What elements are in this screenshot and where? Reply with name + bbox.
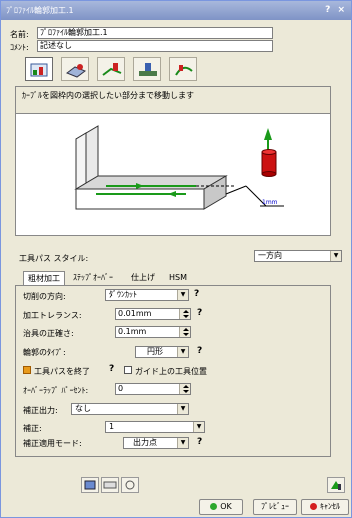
params-icon xyxy=(103,481,117,489)
comment-label: ｺﾒﾝﾄ: xyxy=(10,43,29,52)
tab-strategy[interactable] xyxy=(25,57,53,81)
help-icon[interactable]: ? xyxy=(197,437,203,447)
info-text: ｶｰﾌﾞﾙを図枠内の選択したい部分まで移動します xyxy=(22,91,194,100)
save-preset-button[interactable] xyxy=(81,477,99,493)
help-icon[interactable]: ? xyxy=(194,289,200,299)
toolpath-style-value: 一方向 xyxy=(258,251,282,260)
comp-label: 補正: xyxy=(23,424,42,433)
geometry-icon xyxy=(65,64,87,78)
dimension-label: 1mm xyxy=(262,199,278,206)
spinner-icon[interactable] xyxy=(179,327,190,337)
comment-input[interactable]: 記述なし xyxy=(37,40,273,52)
operation-tab-bar xyxy=(25,57,225,83)
contour-type-label: 輪郭のﾀｲﾌﾟ: xyxy=(23,348,66,357)
macros-icon xyxy=(175,65,193,76)
end-path-label: 工具パスを終了 xyxy=(34,367,90,376)
comp-output-label: 補正出力: xyxy=(23,406,58,415)
tab-stepover[interactable]: ｽﾃｯﾌﾟｵｰﾊﾞｰ xyxy=(73,273,113,282)
tab-feeds[interactable] xyxy=(133,57,161,81)
overlap-input[interactable]: 0 xyxy=(115,383,191,395)
tab-tool[interactable] xyxy=(97,57,125,81)
chevron-down-icon: ▼ xyxy=(177,438,188,448)
comp-mode-select[interactable]: 出力点 ▼ xyxy=(123,437,189,449)
diagram-area: 1mm xyxy=(15,114,331,236)
cut-direction-label: 切削の方向: xyxy=(23,292,66,301)
help-icon[interactable]: ? xyxy=(197,308,203,318)
params-button[interactable] xyxy=(101,477,119,493)
cancel-button[interactable]: ｷｬﾝｾﾙ xyxy=(301,499,349,515)
guide-tool-checkbox[interactable] xyxy=(124,366,132,374)
toolpath-style-label: 工具パス スタイル: xyxy=(19,254,89,263)
analyze-button[interactable] xyxy=(327,477,345,493)
profile-diagram: 1mm xyxy=(74,125,284,210)
help-icon[interactable]: ? xyxy=(109,364,115,374)
comp-mode-value: 出力点 xyxy=(133,438,157,447)
tab-hsm[interactable]: HSM xyxy=(169,273,187,282)
cancel-label: ｷｬﾝｾﾙ xyxy=(320,502,340,511)
guide-tool-label: ガイド上の工具位置 xyxy=(135,367,207,376)
ok-label: OK xyxy=(220,502,232,511)
spinner-icon[interactable] xyxy=(179,384,190,394)
window-title: ﾌﾟﾛﾌｧｲﾙ輪郭加工.1 xyxy=(6,6,74,15)
reset-button[interactable] xyxy=(121,477,139,493)
help-icon[interactable]: ? xyxy=(197,346,203,356)
chevron-down-icon: ▼ xyxy=(177,347,188,357)
tab-geometry[interactable] xyxy=(61,57,89,81)
fixture-accuracy-label: 治具の正確さ: xyxy=(23,329,74,338)
end-path-checkbox[interactable] xyxy=(23,366,31,374)
comp-select[interactable]: 1 ▼ xyxy=(105,421,205,433)
comp-value: 1 xyxy=(109,422,115,431)
chevron-down-icon: ▼ xyxy=(193,422,204,432)
reset-icon xyxy=(125,480,135,490)
name-input[interactable]: ﾌﾟﾛﾌｧｲﾙ輪郭加工.1 xyxy=(37,27,273,39)
info-box: ｶｰﾌﾞﾙを図枠内の選択したい部分まで移動します xyxy=(15,86,331,114)
title-buttons: ? × xyxy=(325,4,345,16)
toolpath-style-select[interactable]: 一方向 ▼ xyxy=(254,250,342,262)
contour-type-value: 円形 xyxy=(147,347,163,356)
machining-tolerance-label: 加工トレランス: xyxy=(23,311,82,320)
comp-output-value: なし xyxy=(75,404,91,413)
spinner-icon[interactable] xyxy=(179,309,190,319)
strategy-icon xyxy=(30,63,48,77)
save-icon xyxy=(84,480,96,490)
tool-icon xyxy=(102,63,122,76)
title-bar: ﾌﾟﾛﾌｧｲﾙ輪郭加工.1 ? × xyxy=(1,1,351,20)
cut-direction-select[interactable]: ﾀﾞｳﾝｶｯﾄ ▼ xyxy=(105,289,189,301)
machining-tolerance-input[interactable]: 0.01mm xyxy=(115,308,191,320)
ok-dot-icon xyxy=(210,503,218,510)
tab-finishing[interactable]: 仕上げ xyxy=(131,273,155,282)
preview-label: ﾌﾟﾚﾋﾞｭｰ xyxy=(261,502,289,511)
name-label: 名前: xyxy=(10,30,29,39)
chevron-down-icon: ▼ xyxy=(177,404,188,414)
preview-button[interactable]: ﾌﾟﾚﾋﾞｭｰ xyxy=(253,499,297,515)
ok-button[interactable]: OK xyxy=(199,499,243,515)
contour-type-select[interactable]: 円形 ▼ xyxy=(135,346,189,358)
tab-macros[interactable] xyxy=(169,57,197,81)
comp-output-select[interactable]: なし ▼ xyxy=(71,403,189,415)
chevron-down-icon: ▼ xyxy=(330,251,341,261)
comp-mode-label: 補正適用モード: xyxy=(23,439,82,448)
cut-direction-value: ﾀﾞｳﾝｶｯﾄ xyxy=(109,290,137,299)
cancel-dot-icon xyxy=(310,503,317,510)
overlap-label: ｵｰﾊﾞｰﾗｯﾌﾟ ﾊﾟｰｾﾝﾄ: xyxy=(23,386,89,395)
fixture-accuracy-value: 0.1mm xyxy=(118,327,147,336)
fixture-accuracy-input[interactable]: 0.1mm xyxy=(115,326,191,338)
tab-rough-machining[interactable]: 粗材加工 xyxy=(23,271,65,286)
machining-tolerance-value: 0.01mm xyxy=(118,309,152,318)
close-button[interactable]: × xyxy=(337,5,345,15)
analyze-icon xyxy=(331,481,341,490)
overlap-value: 0 xyxy=(118,384,124,393)
feeds-icon xyxy=(139,63,157,76)
chevron-down-icon: ▼ xyxy=(177,290,188,300)
help-button[interactable]: ? xyxy=(325,5,331,15)
